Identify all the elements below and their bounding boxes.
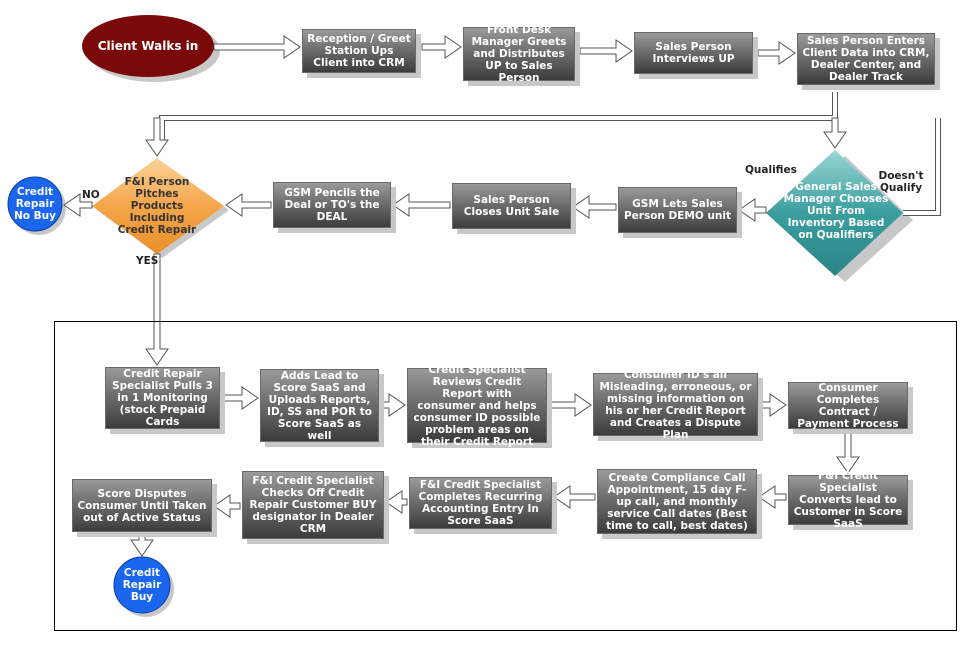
arrow-converts-to-compliance <box>758 485 787 509</box>
connector-enterdata-to-gsm <box>160 92 837 140</box>
doesnt-qualify-label: Doesn't Qualify <box>878 170 924 194</box>
qualifies-label: Qualifies <box>745 164 797 176</box>
step-closes[interactable]: Sales Person Closes Unit Sale <box>452 183 571 229</box>
arrow-disputes-to-buy <box>130 533 154 557</box>
arrow-into-gsm <box>823 117 847 149</box>
step-interview[interactable]: Sales Person Interviews UP <box>634 32 753 74</box>
step-checks-off[interactable]: F&I Credit Specialist Checks Off Credit … <box>242 471 384 539</box>
arrow-start-to-reception <box>213 35 301 59</box>
no-label: NO <box>82 189 100 201</box>
arrow-addslead-to-reviews <box>380 393 406 417</box>
step-recurring[interactable]: F&I Credit Specialist Completes Recurrin… <box>409 477 552 529</box>
step-demo[interactable]: GSM Lets Sales Person DEMO unit <box>618 187 737 233</box>
arrow-contract-to-converts <box>836 430 860 474</box>
yes-label: YES <box>136 255 159 267</box>
fi-decision-diamond <box>92 158 224 254</box>
step-dispute-plan[interactable]: Consumer ID's all Misleading, erroneous,… <box>593 369 758 441</box>
step-contract[interactable]: Consumer Completes Contract / Payment Pr… <box>788 382 908 430</box>
credit-repair-process-frame <box>54 321 957 631</box>
arrow-frontdesk-to-interview <box>579 39 633 63</box>
step-disputes[interactable]: Score Disputes Consumer Until Taken out … <box>72 479 212 532</box>
buy-label: Credit Repair Buy <box>122 567 162 603</box>
arrow-compliance-to-recurring <box>553 485 596 509</box>
step-pulls[interactable]: Credit Repair Specialist Pulls 3 in 1 Mo… <box>105 367 220 429</box>
step-reception[interactable]: Reception / Greet Station Ups Client int… <box>302 29 416 73</box>
connector-doesnt-qualify <box>903 118 941 216</box>
step-reviews[interactable]: Credit Specialist Reviews Credit Report … <box>407 364 547 448</box>
step-compliance[interactable]: Create Compliance Call Appointment, 15 d… <box>597 469 757 534</box>
start-oval <box>82 15 214 77</box>
step-converts[interactable]: F&I Credit Specialist Converts lead to C… <box>788 470 908 530</box>
buy-circle <box>113 556 171 614</box>
arrow-recurring-to-checksoff <box>385 490 408 514</box>
gsm-decision-diamond <box>766 150 903 276</box>
arrow-into-fi <box>145 117 169 157</box>
arrow-interview-to-enterdata <box>757 41 796 65</box>
arrow-fi-to-nobuy <box>63 193 93 217</box>
arrow-gsm-to-demo <box>738 198 767 222</box>
fi-decision-label[interactable]: F&I Person Pitches Products Including Cr… <box>117 176 197 236</box>
arrow-disputeplan-to-contract <box>759 393 787 417</box>
arrow-fi-to-pulls <box>145 253 169 366</box>
no-buy-label: Credit Repair No Buy <box>14 186 56 222</box>
step-front-desk[interactable]: Front Desk Manager Greets and Distribute… <box>463 24 575 84</box>
connector-doesnt-qualify <box>903 118 940 215</box>
step-pencils[interactable]: GSM Pencils the Deal or TO's the DEAL <box>273 182 391 228</box>
arrow-checksoff-to-disputes <box>213 494 241 518</box>
arrow-reception-to-frontdesk <box>421 35 462 59</box>
arrow-reviews-to-disputeplan <box>548 393 592 417</box>
step-adds-lead[interactable]: Adds Lead to Score SaaS and Uploads Repo… <box>260 369 379 442</box>
gsm-decision-label[interactable]: General Sales Manager Chooses Unit From … <box>783 181 889 241</box>
arrow-pulls-to-addslead <box>221 386 259 410</box>
arrow-demo-to-closes <box>572 195 617 219</box>
step-enter-data[interactable]: Sales Person Enters Client Data into CRM… <box>797 33 935 85</box>
arrow-closes-to-pencils <box>392 193 451 217</box>
start-label: Client Walks in <box>97 39 199 53</box>
arrow-pencils-to-fi <box>225 193 272 217</box>
no-buy-circle <box>7 176 63 232</box>
